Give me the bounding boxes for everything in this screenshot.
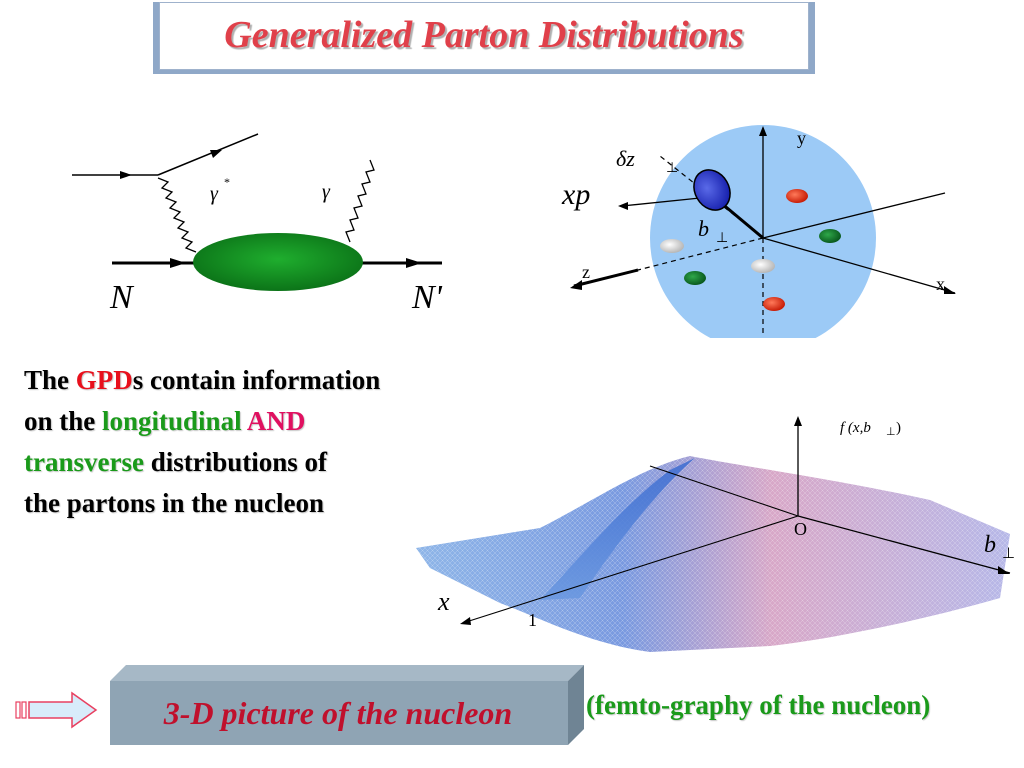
xp-vector <box>621 197 701 207</box>
desc-line-3: transverse distributions of <box>24 442 494 483</box>
x-axis-line <box>465 515 799 623</box>
page-title: Generalized Parton Distributions <box>224 14 744 56</box>
x-axis-arrow <box>944 286 956 294</box>
electron-out-arrow <box>210 150 222 158</box>
b-axis <box>797 515 1011 574</box>
title-box-face <box>159 2 809 70</box>
surface-mesh <box>416 456 1010 652</box>
z-axis-label: z <box>582 262 590 282</box>
desc-contain: s contain information <box>132 365 381 395</box>
f-axis-arrow <box>794 416 802 426</box>
quark-red-2 <box>763 297 785 311</box>
desc-distributions: distributions of <box>143 447 328 477</box>
desc-the: The <box>24 365 76 395</box>
delta-z-label: δz <box>616 146 635 171</box>
x-one-label: 1 <box>528 610 537 630</box>
gamma-label: γ <box>322 181 331 203</box>
b-label: b <box>698 216 709 241</box>
x-axis <box>762 237 956 294</box>
picture-label-box: 3-D picture of the nucleon <box>110 665 584 745</box>
desc-transverse: transverse <box>24 447 144 477</box>
quark-red-1 <box>786 189 808 203</box>
desc-and: AND <box>241 406 306 436</box>
desc-line-4: the partons in the nucleon <box>24 483 494 524</box>
y-axis-arrow <box>759 126 767 136</box>
outline-arrow-icon <box>15 691 98 729</box>
quark-white-2 <box>751 259 775 273</box>
virtual-photon-line <box>157 177 197 253</box>
xp-label: xp <box>561 178 590 211</box>
desc-gpd: GPD <box>75 365 133 395</box>
gpd-blob <box>193 233 363 291</box>
electron-in-arrow <box>120 171 132 179</box>
femto-label: (femto-graphy of the nucleon) <box>586 690 931 720</box>
gpd-surface-plot: f (x,b ⊥ ) O b ⊥ x 1 <box>416 416 1015 652</box>
probed-quark <box>693 169 731 211</box>
b-axis-label: b <box>984 532 996 558</box>
nucleon-out-arrow <box>406 258 422 268</box>
quark-green-1 <box>819 229 841 243</box>
z-axis-dashed <box>637 237 764 271</box>
surface-ridge <box>540 458 695 600</box>
f-axis-label: f (x,b <box>840 420 871 436</box>
x-axis-label: x <box>437 587 450 616</box>
picture-box-shape <box>110 665 584 745</box>
f-axis-perp: ⊥ <box>886 426 896 438</box>
picture-label: 3-D picture of the nucleon <box>163 695 513 731</box>
f-axis-close: ) <box>896 420 901 436</box>
y-axis-label: y <box>797 128 806 148</box>
gamma-star-sup: * <box>224 175 230 189</box>
electron-out-line <box>157 133 259 176</box>
b-axis-back <box>649 465 799 517</box>
z-axis-front <box>573 268 639 288</box>
gpd-description: The GPDs contain information on the long… <box>24 360 494 524</box>
nucleon-in-label: N <box>109 279 135 316</box>
nucleon-out-label: N' <box>411 279 443 316</box>
origin-label: O <box>794 519 807 539</box>
z-axis-back <box>762 192 946 239</box>
gamma-star-label: γ <box>210 183 219 205</box>
x-axis-arrow <box>460 617 471 625</box>
delta-z-perp: ⊥ <box>666 161 678 176</box>
quark-green-2 <box>684 271 706 285</box>
desc-longitudinal: longitudinal <box>102 406 242 436</box>
quark-white-1 <box>660 239 684 253</box>
b-axis-perp: ⊥ <box>1002 546 1015 562</box>
b-axis-arrow <box>998 566 1010 574</box>
nucleon-in-arrow <box>170 258 186 268</box>
feynman-diagram: γ * γ N N' <box>72 133 443 316</box>
xp-arrow <box>618 202 628 210</box>
desc-line-1: The GPDs contain information <box>24 360 494 401</box>
nucleon-3d-diagram: y x z δz ⊥ xp b ⊥ <box>561 125 956 338</box>
b-vector <box>719 200 764 240</box>
desc-partons: the partons in the nucleon <box>24 488 325 518</box>
desc-line-2: on the longitudinal AND <box>24 401 494 442</box>
b-perp: ⊥ <box>716 231 728 246</box>
real-photon-line <box>345 159 375 243</box>
x-axis-label: x <box>936 274 945 294</box>
desc-on-the: on the <box>24 406 103 436</box>
title-box: Generalized Parton Distributions <box>153 2 815 74</box>
z-axis-arrow <box>570 280 582 290</box>
